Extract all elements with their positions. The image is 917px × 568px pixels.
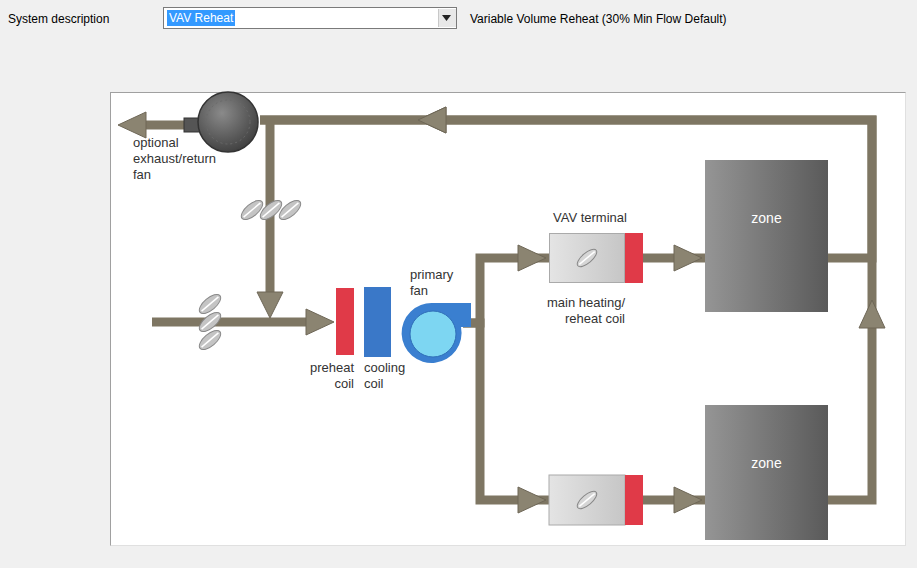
return-damper bbox=[238, 197, 304, 223]
fan-label: optional exhaust/return fan bbox=[133, 135, 233, 183]
coil-label: cooling coil bbox=[364, 360, 416, 392]
duct-connector bbox=[463, 245, 549, 323]
coil-label: preheat coil bbox=[302, 360, 354, 392]
primary-fan: primary fan bbox=[403, 303, 463, 363]
outdoor-air-arrowhead bbox=[306, 309, 334, 335]
damper-symbol bbox=[549, 233, 643, 283]
return-down-arrowhead bbox=[257, 292, 283, 318]
lower-vav-terminal bbox=[549, 475, 643, 525]
exhaust-arrowhead bbox=[118, 112, 146, 138]
arrowhead bbox=[674, 487, 702, 513]
dropdown-arrow-shape bbox=[442, 15, 451, 21]
reheat-coil bbox=[625, 475, 643, 525]
outdoor-air-duct bbox=[152, 318, 310, 327]
zone-label: zone bbox=[705, 210, 828, 226]
arrowhead bbox=[859, 300, 885, 328]
fan-label: primary fan bbox=[410, 267, 462, 299]
vav-terminal: VAV terminalmain heating/ reheat coil bbox=[549, 233, 643, 283]
zone-label: zone bbox=[705, 455, 828, 471]
arrowhead bbox=[674, 245, 702, 271]
zone-box: zone bbox=[705, 160, 828, 312]
arrowhead bbox=[418, 107, 446, 133]
branch-arrowhead bbox=[518, 487, 546, 513]
vav-box bbox=[549, 475, 625, 525]
fan-symbol bbox=[403, 303, 463, 363]
zone-box: zone bbox=[705, 405, 828, 540]
cooling-coil: cooling coil bbox=[364, 287, 391, 357]
fan-symbol bbox=[196, 90, 260, 154]
coil-label: main heating/ reheat coil bbox=[525, 295, 625, 327]
preheat-coil: preheat coil bbox=[336, 288, 354, 355]
duct-connector bbox=[643, 245, 705, 271]
field-label: System description bbox=[8, 11, 109, 27]
terminal-heading: VAV terminal bbox=[553, 210, 627, 226]
exhaust-duct bbox=[140, 121, 186, 130]
duct-line bbox=[463, 323, 705, 500]
selected-value: VAV Reheat bbox=[167, 10, 235, 26]
arrowheads bbox=[118, 112, 546, 513]
arrowhead bbox=[518, 245, 546, 271]
arrowhead bbox=[418, 107, 446, 133]
system-description: Variable Volume Reheat (30% Min Flow Def… bbox=[470, 11, 727, 27]
reheat-coil bbox=[625, 233, 643, 283]
outdoor-air-damper bbox=[196, 291, 224, 353]
exhaust-fan: optional exhaust/return fan bbox=[196, 90, 260, 154]
duct-line bbox=[463, 258, 549, 323]
